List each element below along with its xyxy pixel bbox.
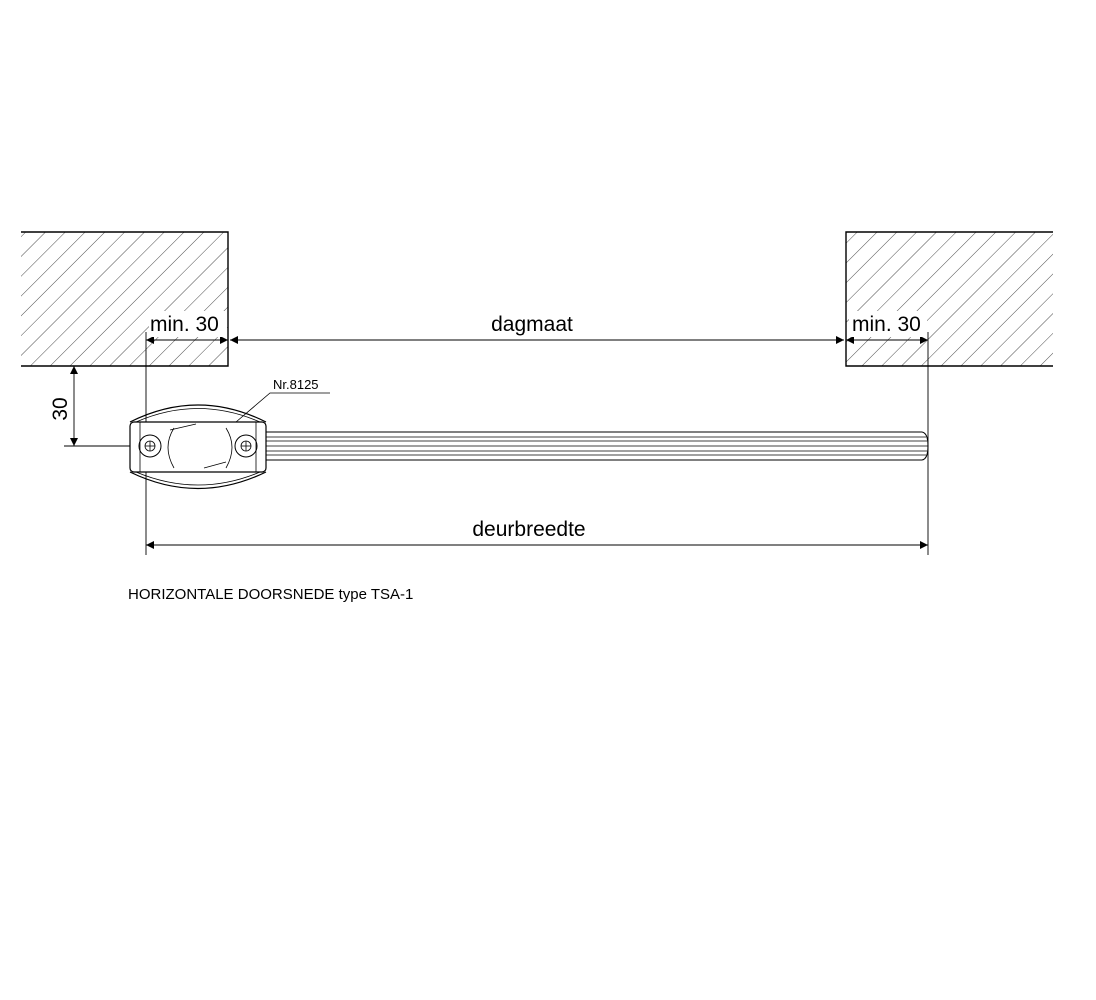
right-wall bbox=[845, 231, 1053, 367]
left-clearance-dimension: min. 30 bbox=[146, 311, 228, 344]
part-label-leader: Nr.8125 bbox=[235, 377, 330, 423]
right-clearance-label: min. 30 bbox=[852, 313, 921, 336]
door-width-label: deurbreedte bbox=[472, 518, 585, 541]
opening-dimension: dagmaat bbox=[230, 313, 844, 344]
opening-label: dagmaat bbox=[491, 313, 573, 336]
door-leaf bbox=[264, 431, 929, 461]
offset-dimension: 30 bbox=[49, 366, 78, 446]
drawing-caption: HORIZONTALE DOORSNEDE type TSA-1 bbox=[128, 586, 414, 603]
part-label: Nr.8125 bbox=[273, 377, 319, 392]
right-clearance-dimension: min. 30 bbox=[846, 311, 928, 344]
door-width-dimension: deurbreedte bbox=[146, 518, 928, 549]
hinge-bracket bbox=[129, 404, 267, 490]
offset-label: 30 bbox=[49, 397, 72, 420]
left-clearance-label: min. 30 bbox=[150, 313, 219, 336]
left-wall bbox=[21, 231, 229, 367]
